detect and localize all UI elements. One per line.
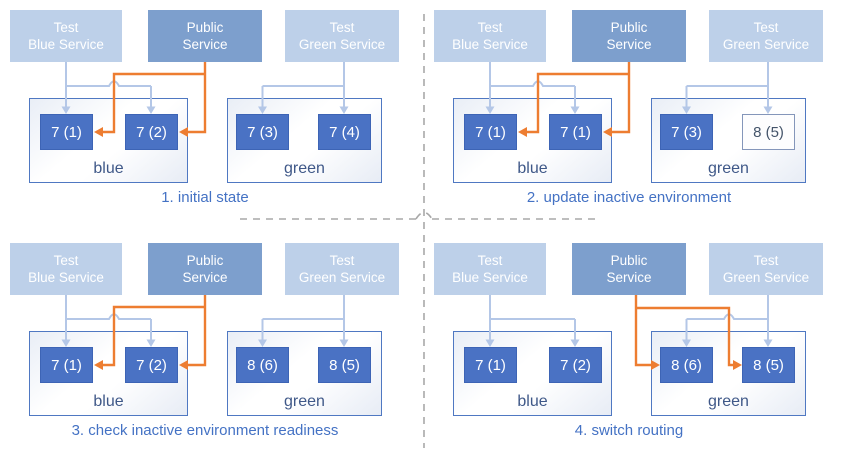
test-green-service-box: Test Green Service [709, 10, 823, 62]
environment-label: blue [93, 393, 124, 410]
service-label-line: Service [182, 37, 228, 52]
panel-update-inactive-environment: Test Blue Service Public Service Test Gr… [424, 8, 848, 223]
pod: 7 (1) [464, 347, 517, 383]
public-service-box: Public Service [148, 243, 262, 295]
service-label-line: Green Service [722, 37, 810, 52]
service-label-line: Public [610, 253, 648, 268]
pod: 7 (2) [125, 347, 178, 383]
service-label-line: Green Service [298, 270, 386, 285]
pod: 8 (6) [660, 347, 713, 383]
environment-label: blue [517, 393, 548, 410]
pod: 7 (1) [464, 114, 517, 150]
service-label-line: Service [606, 270, 652, 285]
service-label-line: Test [53, 20, 79, 35]
service-label-line: Blue Service [452, 270, 528, 285]
service-label-line: Public [186, 20, 224, 35]
environment-label: green [284, 393, 325, 410]
service-label-line: Test [753, 20, 779, 35]
panel-initial-state: Test Blue Service Public Service Test Gr… [0, 8, 424, 223]
pod: 8 (5) [742, 347, 795, 383]
service-label-line: Green Service [298, 37, 386, 52]
step-caption: 4. switch routing [574, 422, 684, 439]
public-service-box: Public Service [572, 10, 686, 62]
pod: 8 (6) [236, 347, 289, 383]
pod: 7 (2) [125, 114, 178, 150]
panel-check-inactive-environment-readiness: Test Blue Service Public Service Test Gr… [0, 241, 424, 456]
pod: 7 (1) [40, 114, 93, 150]
service-label-line: Blue Service [28, 37, 104, 52]
service-label-line: Test [753, 253, 779, 268]
pod: 8 (5) [318, 347, 371, 383]
environment-label: green [284, 160, 325, 177]
panel-switch-routing: Test Blue Service Public Service Test Gr… [424, 241, 848, 456]
pod: 7 (1) [549, 114, 602, 150]
step-caption: 3. check inactive environment readiness [71, 422, 339, 439]
service-label-line: Public [610, 20, 648, 35]
pod: 7 (4) [318, 114, 371, 150]
test-green-service-box: Test Green Service [709, 243, 823, 295]
service-label-line: Service [182, 270, 228, 285]
service-label-line: Blue Service [28, 270, 104, 285]
service-label-line: Test [53, 253, 79, 268]
service-label-line: Blue Service [452, 37, 528, 52]
environment-label: green [708, 160, 749, 177]
pod-new-version-outlined: 8 (5) [742, 114, 795, 150]
public-service-box: Public Service [572, 243, 686, 295]
pod: 7 (3) [660, 114, 713, 150]
test-blue-service-box: Test Blue Service [10, 10, 122, 62]
test-blue-service-box: Test Blue Service [10, 243, 122, 295]
test-blue-service-box: Test Blue Service [434, 10, 546, 62]
service-label-line: Test [329, 20, 355, 35]
pod: 7 (1) [40, 347, 93, 383]
public-service-box: Public Service [148, 10, 262, 62]
step-caption: 1. initial state [161, 189, 249, 206]
test-green-service-box: Test Green Service [285, 10, 399, 62]
service-label-line: Test [329, 253, 355, 268]
environment-label: green [708, 393, 749, 410]
service-label-line: Public [186, 253, 224, 268]
service-label-line: Service [606, 37, 652, 52]
pod: 7 (3) [236, 114, 289, 150]
service-label-line: Test [477, 253, 503, 268]
service-label-line: Test [477, 20, 503, 35]
test-blue-service-box: Test Blue Service [434, 243, 546, 295]
environment-label: blue [93, 160, 124, 177]
step-caption: 2. update inactive environment [526, 189, 732, 206]
test-green-service-box: Test Green Service [285, 243, 399, 295]
pod: 7 (2) [549, 347, 602, 383]
service-label-line: Green Service [722, 270, 810, 285]
environment-label: blue [517, 160, 548, 177]
